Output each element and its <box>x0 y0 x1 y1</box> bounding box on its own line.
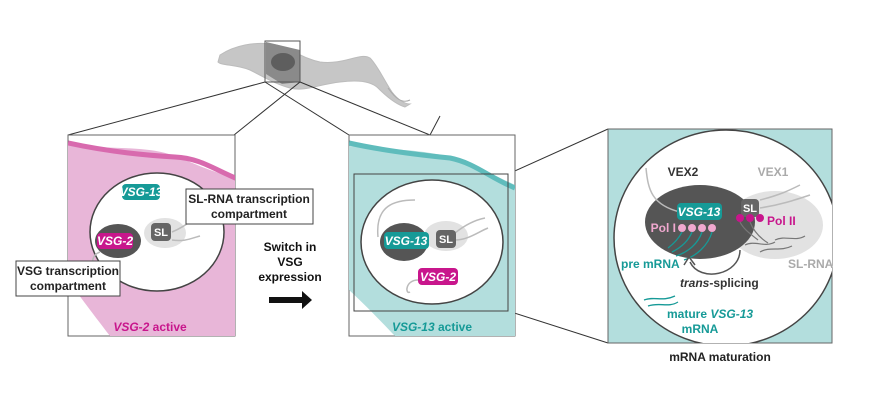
vex1-label: VEX1 <box>758 165 789 179</box>
right-panel: VEX2 VEX1 VSG-13 Pol I SL Pol II pre mRN… <box>607 128 834 364</box>
sl-gene-box <box>436 230 456 248</box>
vsg-callout-line1: VSG transcription <box>17 264 119 278</box>
vsg-callout-line2: compartment <box>30 279 106 293</box>
pol-ii-dots <box>736 214 764 222</box>
trans-splicing-arrow <box>689 249 741 275</box>
vsg13-gene-box <box>677 203 722 220</box>
vsg2-gene-box <box>418 268 458 285</box>
mature-mrna-strands <box>643 295 679 307</box>
vsg13-label: VSG-13 <box>120 185 163 199</box>
sl-label: SL <box>154 227 168 239</box>
vsg13-label: VSG-13 <box>678 205 721 219</box>
middle-panel: VSG-13 SL VSG-2 VSG-13 active <box>348 134 516 337</box>
svg-text:expression: expression <box>258 270 321 284</box>
vsg13-gene-box <box>122 184 160 200</box>
vsg13-label: VSG-13 <box>385 234 428 248</box>
sl-rna-callout <box>185 188 314 225</box>
left-active-label: VSG-2 active <box>113 320 187 334</box>
trans-splicing-label: trans-splicing <box>680 276 759 290</box>
pol-i-label: Pol I <box>651 221 676 235</box>
sl-callout-line1: SL-RNA transcription <box>188 192 310 206</box>
trypanosome-cell-icon <box>217 40 412 108</box>
right-arrow-icon <box>269 291 312 309</box>
sl-label: SL <box>439 234 453 246</box>
vsg2-label: VSG-2 <box>97 234 133 248</box>
mature-mrna-label-line2: mRNA <box>682 322 719 336</box>
vsg2-gene-box <box>97 233 133 249</box>
left-panel: VSG-13 VSG-2 SL SL-RNA transcription com… <box>15 134 314 337</box>
vsg-callout <box>15 260 121 297</box>
sl-gene-box <box>741 199 759 217</box>
mature-mrna-label-line1: mature VSG-13 <box>667 307 753 321</box>
svg-text:Switch in: Switch in <box>264 240 317 254</box>
vsg13-gene-box <box>384 232 429 249</box>
sl-gene-box <box>151 223 171 241</box>
svg-text:VSG: VSG <box>277 255 302 269</box>
sl-rna-label: SL-RNA <box>788 257 834 271</box>
switch-label: Switch in VSG expression <box>258 240 322 309</box>
pre-mrna-label: pre mRNA <box>621 257 680 271</box>
arrowhead-icon <box>683 255 696 266</box>
sl-callout-line2: compartment <box>211 207 287 221</box>
sl-rna-strands <box>739 221 806 253</box>
vex2-label: VEX2 <box>668 165 699 179</box>
sl-label: SL <box>743 203 757 215</box>
mrna-maturation-caption: mRNA maturation <box>669 350 771 364</box>
vsg2-label: VSG-2 <box>420 270 456 284</box>
middle-active-label: VSG-13 active <box>392 320 472 334</box>
pol-ii-label: Pol II <box>767 214 796 228</box>
zoom-lines <box>67 81 609 344</box>
pol-i-dots <box>678 224 716 232</box>
